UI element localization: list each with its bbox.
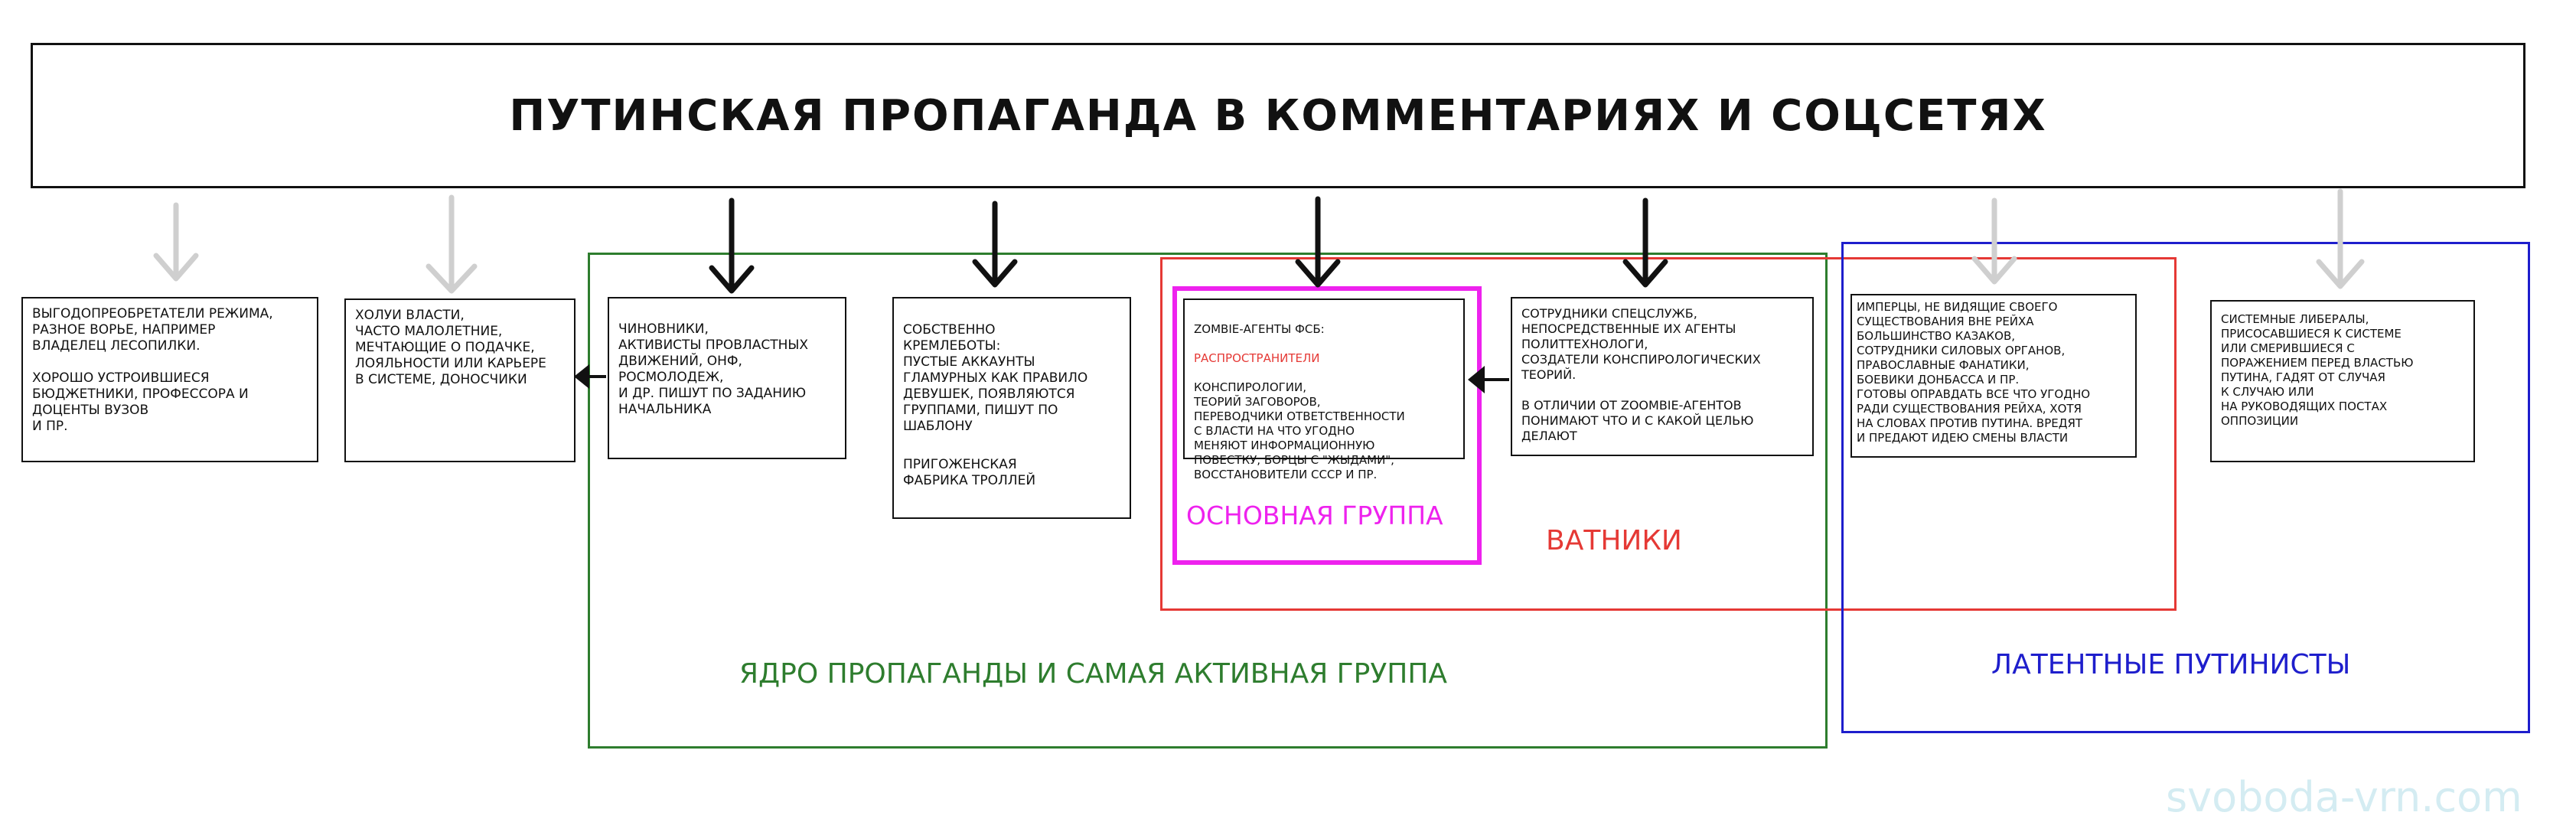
zombie-agents-box: ZOMBIE-АГЕНТЫ ФСБ: РАСПРОСТРАНИТЕЛИ КОНС… — [1183, 298, 1465, 481]
imperials-box: ИМПЕРЦЫ, НЕ ВИДЯЩИЕ СВОЕГО СУЩЕСТВОВАНИЯ… — [1850, 294, 2137, 458]
latent-group-label: ЛАТЕНТНЫЕ ПУТИНИСТЫ — [1991, 649, 2351, 680]
system-liberals-box: СИСТЕМНЫЕ ЛИБЕРАЛЫ, ПРИСОСАВШИЕСЯ К СИСТ… — [2210, 300, 2475, 462]
core-group-label: ЯДРО ПРОПАГАНДЫ И САМАЯ АКТИВНАЯ ГРУППА — [739, 658, 1448, 690]
officials-box: ЧИНОВНИКИ, АКТИВИСТЫ ПРОВЛАСТНЫХ ДВИЖЕНИ… — [608, 297, 846, 459]
arrow-down-icon-light — [153, 202, 199, 282]
arrow-down-icon-light — [2316, 188, 2365, 289]
zombie-highlight: РАСПРОСТРАНИТЕЛИ — [1194, 351, 1320, 365]
main-group-region — [1172, 286, 1482, 565]
arrow-down-icon — [1295, 196, 1341, 288]
arrow-left-icon — [1468, 366, 1509, 393]
beneficiaries-box: ВЫГОДОПРЕОБРЕТАТЕЛИ РЕЖИМА, РАЗНОЕ ВОРЬЕ… — [21, 297, 318, 462]
core-group-region — [588, 253, 1828, 749]
arrow-down-icon — [972, 201, 1018, 288]
arrow-down-icon-light — [1971, 197, 2017, 285]
zombie-title: ZOMBIE-АГЕНТЫ ФСБ: — [1194, 322, 1325, 336]
vatniki-group-label: ВАТНИКИ — [1546, 525, 1682, 556]
arrow-down-icon — [709, 197, 755, 294]
special-services-box: СОТРУДНИКИ СПЕЦСЛУЖБ, НЕПОСРЕДСТВЕННЫЕ И… — [1511, 297, 1814, 456]
arrow-left-icon — [574, 364, 606, 389]
page-title: ПУТИНСКАЯ ПРОПАГАНДА В КОММЕНТАРИЯХ И СО… — [509, 90, 2047, 141]
troll-factory-text: ПРИГОЖЕНСКАЯ ФАБРИКА ТРОЛЛЕЙ — [903, 457, 1036, 488]
lackeys-box: ХОЛУИ ВЛАСТИ, ЧАСТО МАЛОЛЕТНИЕ, МЕЧТАЮЩИ… — [344, 298, 576, 462]
arrow-down-icon — [1622, 197, 1668, 288]
title-box: ПУТИНСКАЯ ПРОПАГАНДА В КОММЕНТАРИЯХ И СО… — [31, 43, 2525, 188]
kremlebots-box: СОБСТВЕННО КРЕМЛЕБОТЫ: ПУСТЫЕ АККАУНТЫ Г… — [892, 297, 1131, 519]
vatniki-group-region — [1160, 257, 2177, 611]
latent-group-region — [1841, 242, 2530, 733]
arrow-down-icon-light — [426, 194, 478, 294]
watermark: svoboda-vrn.com — [2166, 773, 2522, 821]
main-group-label: ОСНОВНАЯ ГРУППА — [1186, 501, 1443, 530]
zombie-rest: КОНСПИРОЛОГИИ, ТЕОРИЙ ЗАГОВОРОВ, ПЕРЕВОД… — [1194, 380, 1405, 481]
kremlebots-text: СОБСТВЕННО КРЕМЛЕБОТЫ: ПУСТЫЕ АККАУНТЫ Г… — [903, 322, 1088, 434]
